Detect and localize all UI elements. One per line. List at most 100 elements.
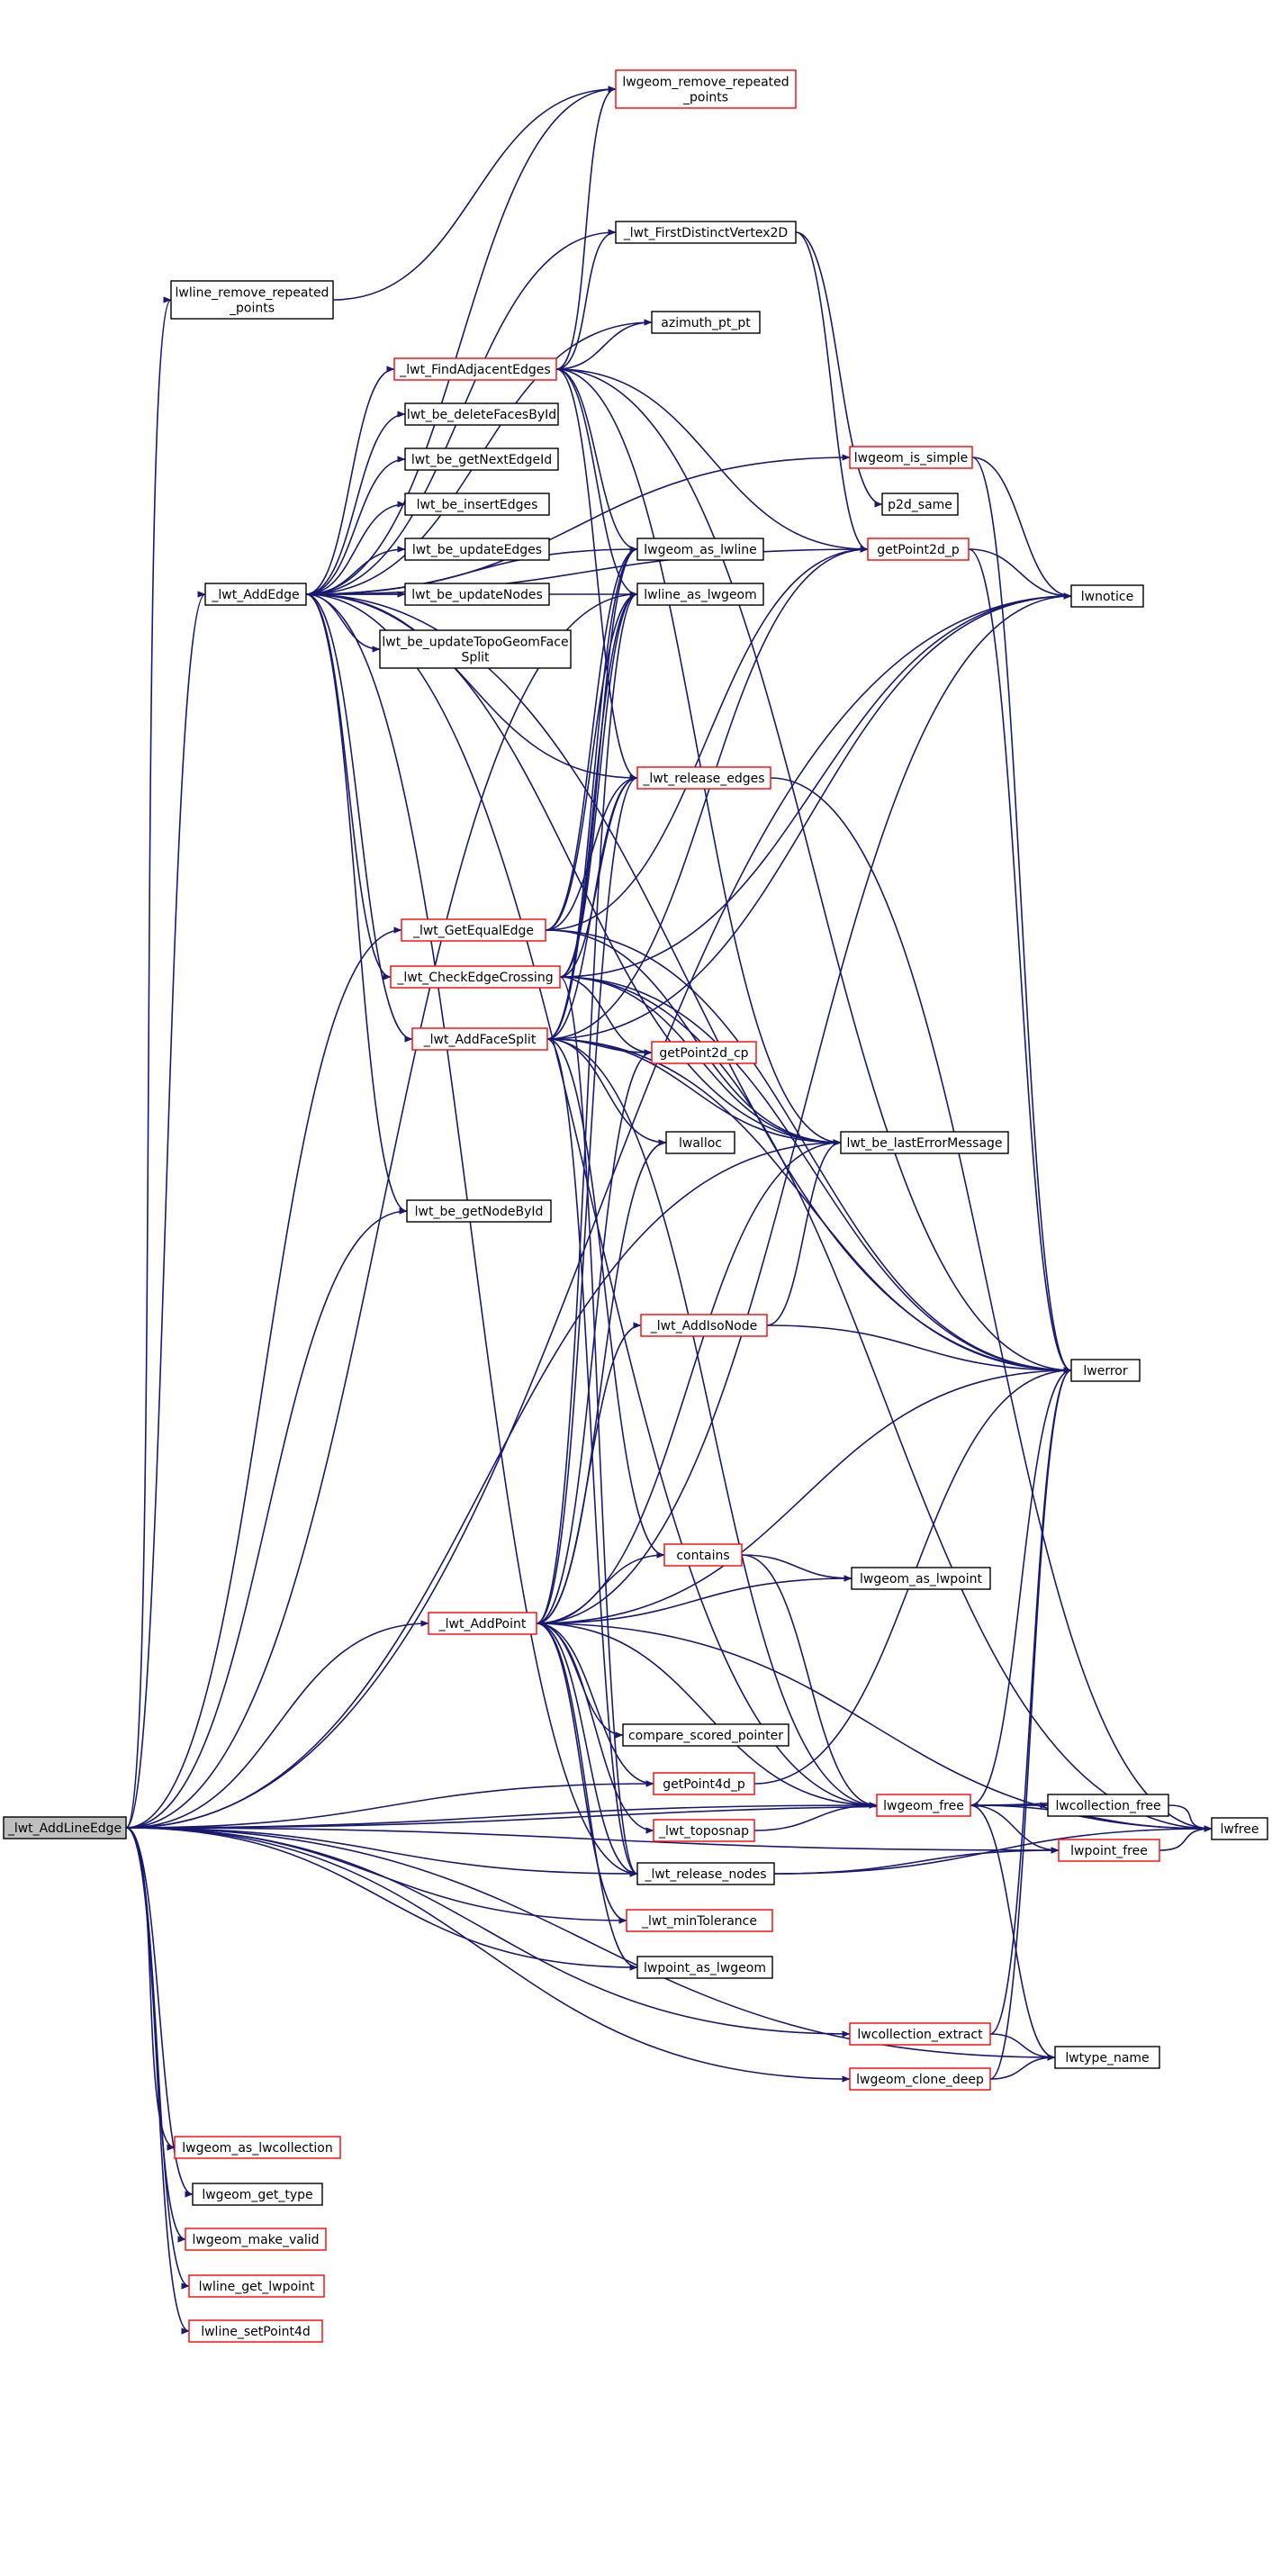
function-node[interactable]: _lwt_toposnap [653, 1819, 755, 1842]
function-node[interactable]: lwline_setPoint4d [188, 2319, 323, 2343]
function-node-box[interactable] [636, 766, 771, 790]
function-node-box[interactable] [379, 629, 572, 669]
function-node[interactable]: lwt_be_insertEdges [404, 493, 550, 516]
function-node-box[interactable] [636, 583, 764, 606]
function-node[interactable]: lwpoint_free [1058, 1839, 1160, 1862]
function-node-box[interactable] [636, 1956, 773, 1979]
function-node-box[interactable] [626, 1909, 773, 1932]
function-node[interactable]: lwt_be_getNextEdgeId [404, 447, 559, 471]
function-node[interactable]: lwline_remove_repeated_points [170, 280, 334, 320]
function-node[interactable]: lwcollection_free [1047, 1794, 1169, 1817]
function-node[interactable]: _lwt_AddPoint [428, 1612, 537, 1635]
function-node-box[interactable] [636, 1862, 775, 1885]
function-node[interactable]: lwgeom_as_lwline [636, 538, 764, 561]
function-node-box[interactable] [1070, 584, 1144, 608]
function-node[interactable]: lwerror [1070, 1359, 1141, 1382]
function-node[interactable]: lwt_be_getNodeById [406, 1199, 552, 1223]
function-node[interactable]: lwt_be_deleteFacesById [404, 402, 559, 426]
function-node-box[interactable] [428, 1612, 537, 1635]
function-node[interactable]: lwpoint_as_lwgeom [636, 1956, 773, 1979]
function-node-box[interactable] [404, 493, 550, 516]
function-node-box[interactable] [663, 1543, 743, 1567]
function-node-box[interactable] [653, 1819, 755, 1842]
function-node-box[interactable] [876, 1794, 971, 1817]
function-node[interactable]: compare_scored_pointer [622, 1723, 789, 1747]
function-node[interactable]: _lwt_FindAdjacentEdges [393, 357, 557, 381]
function-node-box[interactable] [185, 2228, 327, 2251]
function-node[interactable]: p2d_same [881, 493, 959, 516]
function-node[interactable]: _lwt_release_nodes [636, 1862, 775, 1885]
function-node[interactable]: getPoint4d_p [653, 1772, 755, 1795]
function-node-box[interactable] [881, 493, 959, 516]
function-node-box[interactable] [204, 583, 307, 606]
function-node-box[interactable] [840, 1131, 1009, 1154]
function-node-box[interactable] [192, 2183, 323, 2206]
function-node-box[interactable] [393, 357, 557, 381]
function-node[interactable]: contains [663, 1543, 743, 1567]
function-node-box[interactable] [188, 2319, 323, 2343]
function-node-box[interactable] [651, 1041, 757, 1064]
function-node-box[interactable] [653, 1772, 755, 1795]
function-node[interactable]: lwgeom_get_type [192, 2183, 323, 2206]
function-node[interactable]: lwt_be_lastErrorMessage [840, 1131, 1009, 1154]
function-node-box[interactable] [406, 1199, 552, 1223]
function-node-box[interactable] [1070, 1359, 1141, 1382]
function-node-box[interactable] [622, 1723, 789, 1747]
function-node-box[interactable] [174, 2136, 341, 2159]
function-node-box[interactable] [615, 69, 797, 109]
function-node-box[interactable] [404, 402, 559, 426]
function-node-box[interactable] [170, 280, 334, 320]
function-node[interactable]: lwgeom_clone_deep [849, 2067, 991, 2091]
function-node[interactable]: _lwt_release_edges [636, 766, 771, 790]
function-node-box[interactable] [1211, 1817, 1268, 1840]
function-node[interactable]: lwt_be_updateEdges [404, 538, 550, 561]
function-node[interactable]: lwtype_name [1054, 2046, 1160, 2069]
function-node-box[interactable] [390, 965, 561, 989]
function-node[interactable]: _lwt_AddIsoNode [640, 1314, 768, 1337]
function-node[interactable]: _lwt_FirstDistinctVertex2D [615, 221, 797, 244]
function-node[interactable]: getPoint2d_cp [651, 1041, 757, 1064]
function-node[interactable]: lwgeom_free [876, 1794, 971, 1817]
function-node[interactable]: lwgeom_as_lwcollection [174, 2136, 341, 2159]
function-node[interactable]: lwnotice [1070, 584, 1144, 608]
function-node[interactable]: _lwt_AddFaceSplit [411, 1027, 548, 1051]
function-node-box[interactable] [404, 538, 550, 561]
function-node-box[interactable] [1054, 2046, 1160, 2069]
function-node-box[interactable] [1058, 1839, 1160, 1862]
function-node-box[interactable] [404, 447, 559, 471]
function-node-box[interactable] [188, 2274, 325, 2298]
function-node[interactable]: _lwt_CheckEdgeCrossing [390, 965, 561, 989]
function-node[interactable]: lwline_get_lwpoint [188, 2274, 325, 2298]
function-node[interactable]: _lwt_AddEdge [204, 583, 307, 606]
function-node-box[interactable] [411, 1027, 548, 1051]
function-node[interactable]: lwgeom_remove_repeated_points [615, 69, 797, 109]
function-node-box[interactable] [636, 538, 764, 561]
function-node[interactable]: lwline_as_lwgeom [636, 583, 764, 606]
function-node-box[interactable] [665, 1131, 735, 1154]
function-node[interactable]: lwgeom_is_simple [849, 446, 973, 469]
function-node-box[interactable] [640, 1314, 768, 1337]
function-node-box[interactable] [651, 311, 761, 334]
function-node[interactable]: _lwt_GetEqualEdge [401, 918, 546, 942]
function-node-box[interactable] [404, 583, 550, 606]
function-node-box[interactable] [401, 918, 546, 942]
function-node[interactable]: lwcollection_extract [849, 2022, 991, 2046]
function-node-box[interactable] [851, 1567, 991, 1590]
function-node[interactable]: lwalloc [665, 1131, 735, 1154]
function-node[interactable]: lwfree [1211, 1817, 1268, 1840]
function-node[interactable]: lwgeom_make_valid [185, 2228, 327, 2251]
function-node-box[interactable] [1047, 1794, 1169, 1817]
function-node-box[interactable] [867, 538, 970, 561]
function-node[interactable]: _lwt_minTolerance [626, 1909, 773, 1932]
function-node-box[interactable] [849, 2022, 991, 2046]
function-node[interactable]: getPoint2d_p [867, 538, 970, 561]
function-node-box[interactable] [849, 446, 973, 469]
function-node-box[interactable] [849, 2067, 991, 2091]
function-node[interactable]: lwt_be_updateNodes [404, 583, 550, 606]
function-node[interactable]: _lwt_AddLineEdge [3, 1816, 127, 1839]
function-node[interactable]: lwgeom_as_lwpoint [851, 1567, 991, 1590]
function-node[interactable]: azimuth_pt_pt [651, 311, 761, 334]
function-node-box[interactable] [3, 1816, 127, 1839]
function-node-box[interactable] [615, 221, 797, 244]
